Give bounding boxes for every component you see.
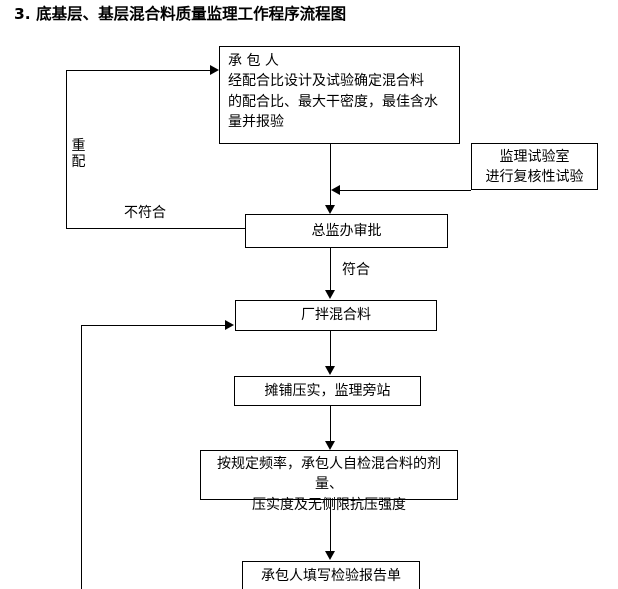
approval-to-plant-arrowhead xyxy=(325,290,335,299)
selfinspect-to-report-line xyxy=(330,500,331,553)
self-inspection-line-1: 按规定频率，承包人自检混合料的剂量、 xyxy=(217,456,441,493)
self-inspection-box[interactable]: 按规定频率，承包人自检混合料的剂量、 压实度及无侧限抗压强度 xyxy=(200,450,458,513)
edge-label-remix: 重配 xyxy=(71,138,86,170)
supervision-lab-feedback-arrowhead xyxy=(331,185,340,195)
rework-loop-arrowhead xyxy=(225,320,234,330)
contractor-mix-design-line-2: 经配合比设计及试验确定混合料 xyxy=(228,73,424,90)
contractor-mix-design-box[interactable]: 承 包 人 经配合比设计及试验确定混合料 的配合比、最大干密度，最佳含水 量并报… xyxy=(219,46,460,144)
plant-to-paving-line xyxy=(330,331,331,368)
inspection-report-box[interactable]: 承包人填写检验报告单 xyxy=(242,561,420,589)
rework-loop-top-line xyxy=(81,325,226,326)
plant-mixing-box[interactable]: 厂拌混合料 xyxy=(235,300,437,331)
contractor-to-approval-line xyxy=(330,144,331,206)
page-title: 3. 底基层、基层混合料质量监理工作程序流程图 xyxy=(14,5,347,23)
contractor-mix-design-line-4: 量并报验 xyxy=(228,113,284,130)
edge-label-remix-text: 重配 xyxy=(71,138,86,171)
paving-compaction-box[interactable]: 摊铺压实，监理旁站 xyxy=(234,376,421,406)
rework-loop-vertical-line xyxy=(81,325,82,589)
approval-to-plant-line xyxy=(330,248,331,292)
paving-to-selfinspect-line xyxy=(330,406,331,444)
edge-label-nonconforming-text: 不符合 xyxy=(124,205,166,221)
self-inspection-line-2: 压实度及无侧限抗压强度 xyxy=(252,496,406,513)
contractor-to-approval-arrowhead xyxy=(325,205,335,214)
supervision-lab-line-2: 进行复核性试验 xyxy=(485,169,584,186)
supervision-lab-box[interactable]: 监理试验室 进行复核性试验 xyxy=(471,143,598,190)
plant-mixing-label: 厂拌混合料 xyxy=(301,307,371,324)
remix-loop-vertical-line xyxy=(66,70,67,229)
plant-to-paving-arrowhead xyxy=(325,366,335,375)
chief-office-approval-box[interactable]: 总监办审批 xyxy=(245,214,448,248)
remix-loop-top-line xyxy=(66,70,211,71)
edge-label-conforming: 符合 xyxy=(342,262,370,278)
contractor-mix-design-line-1: 承 包 人 xyxy=(228,53,279,69)
paving-to-selfinspect-arrowhead xyxy=(325,441,335,450)
paving-compaction-label: 摊铺压实，监理旁站 xyxy=(264,382,391,399)
contractor-mix-design-line-3: 的配合比、最大干密度，最佳含水 xyxy=(228,93,438,110)
inspection-report-label: 承包人填写检验报告单 xyxy=(261,567,401,584)
edge-label-nonconforming: 不符合 xyxy=(124,205,166,221)
nonconforming-line xyxy=(66,228,246,229)
supervision-lab-feedback-line xyxy=(340,190,471,191)
edge-label-conforming-text: 符合 xyxy=(342,262,370,278)
supervision-lab-line-1: 监理试验室 xyxy=(499,149,570,165)
chief-office-approval-label: 总监办审批 xyxy=(311,222,382,239)
selfinspect-to-report-arrowhead xyxy=(325,551,335,560)
remix-loop-arrowhead xyxy=(210,65,219,75)
